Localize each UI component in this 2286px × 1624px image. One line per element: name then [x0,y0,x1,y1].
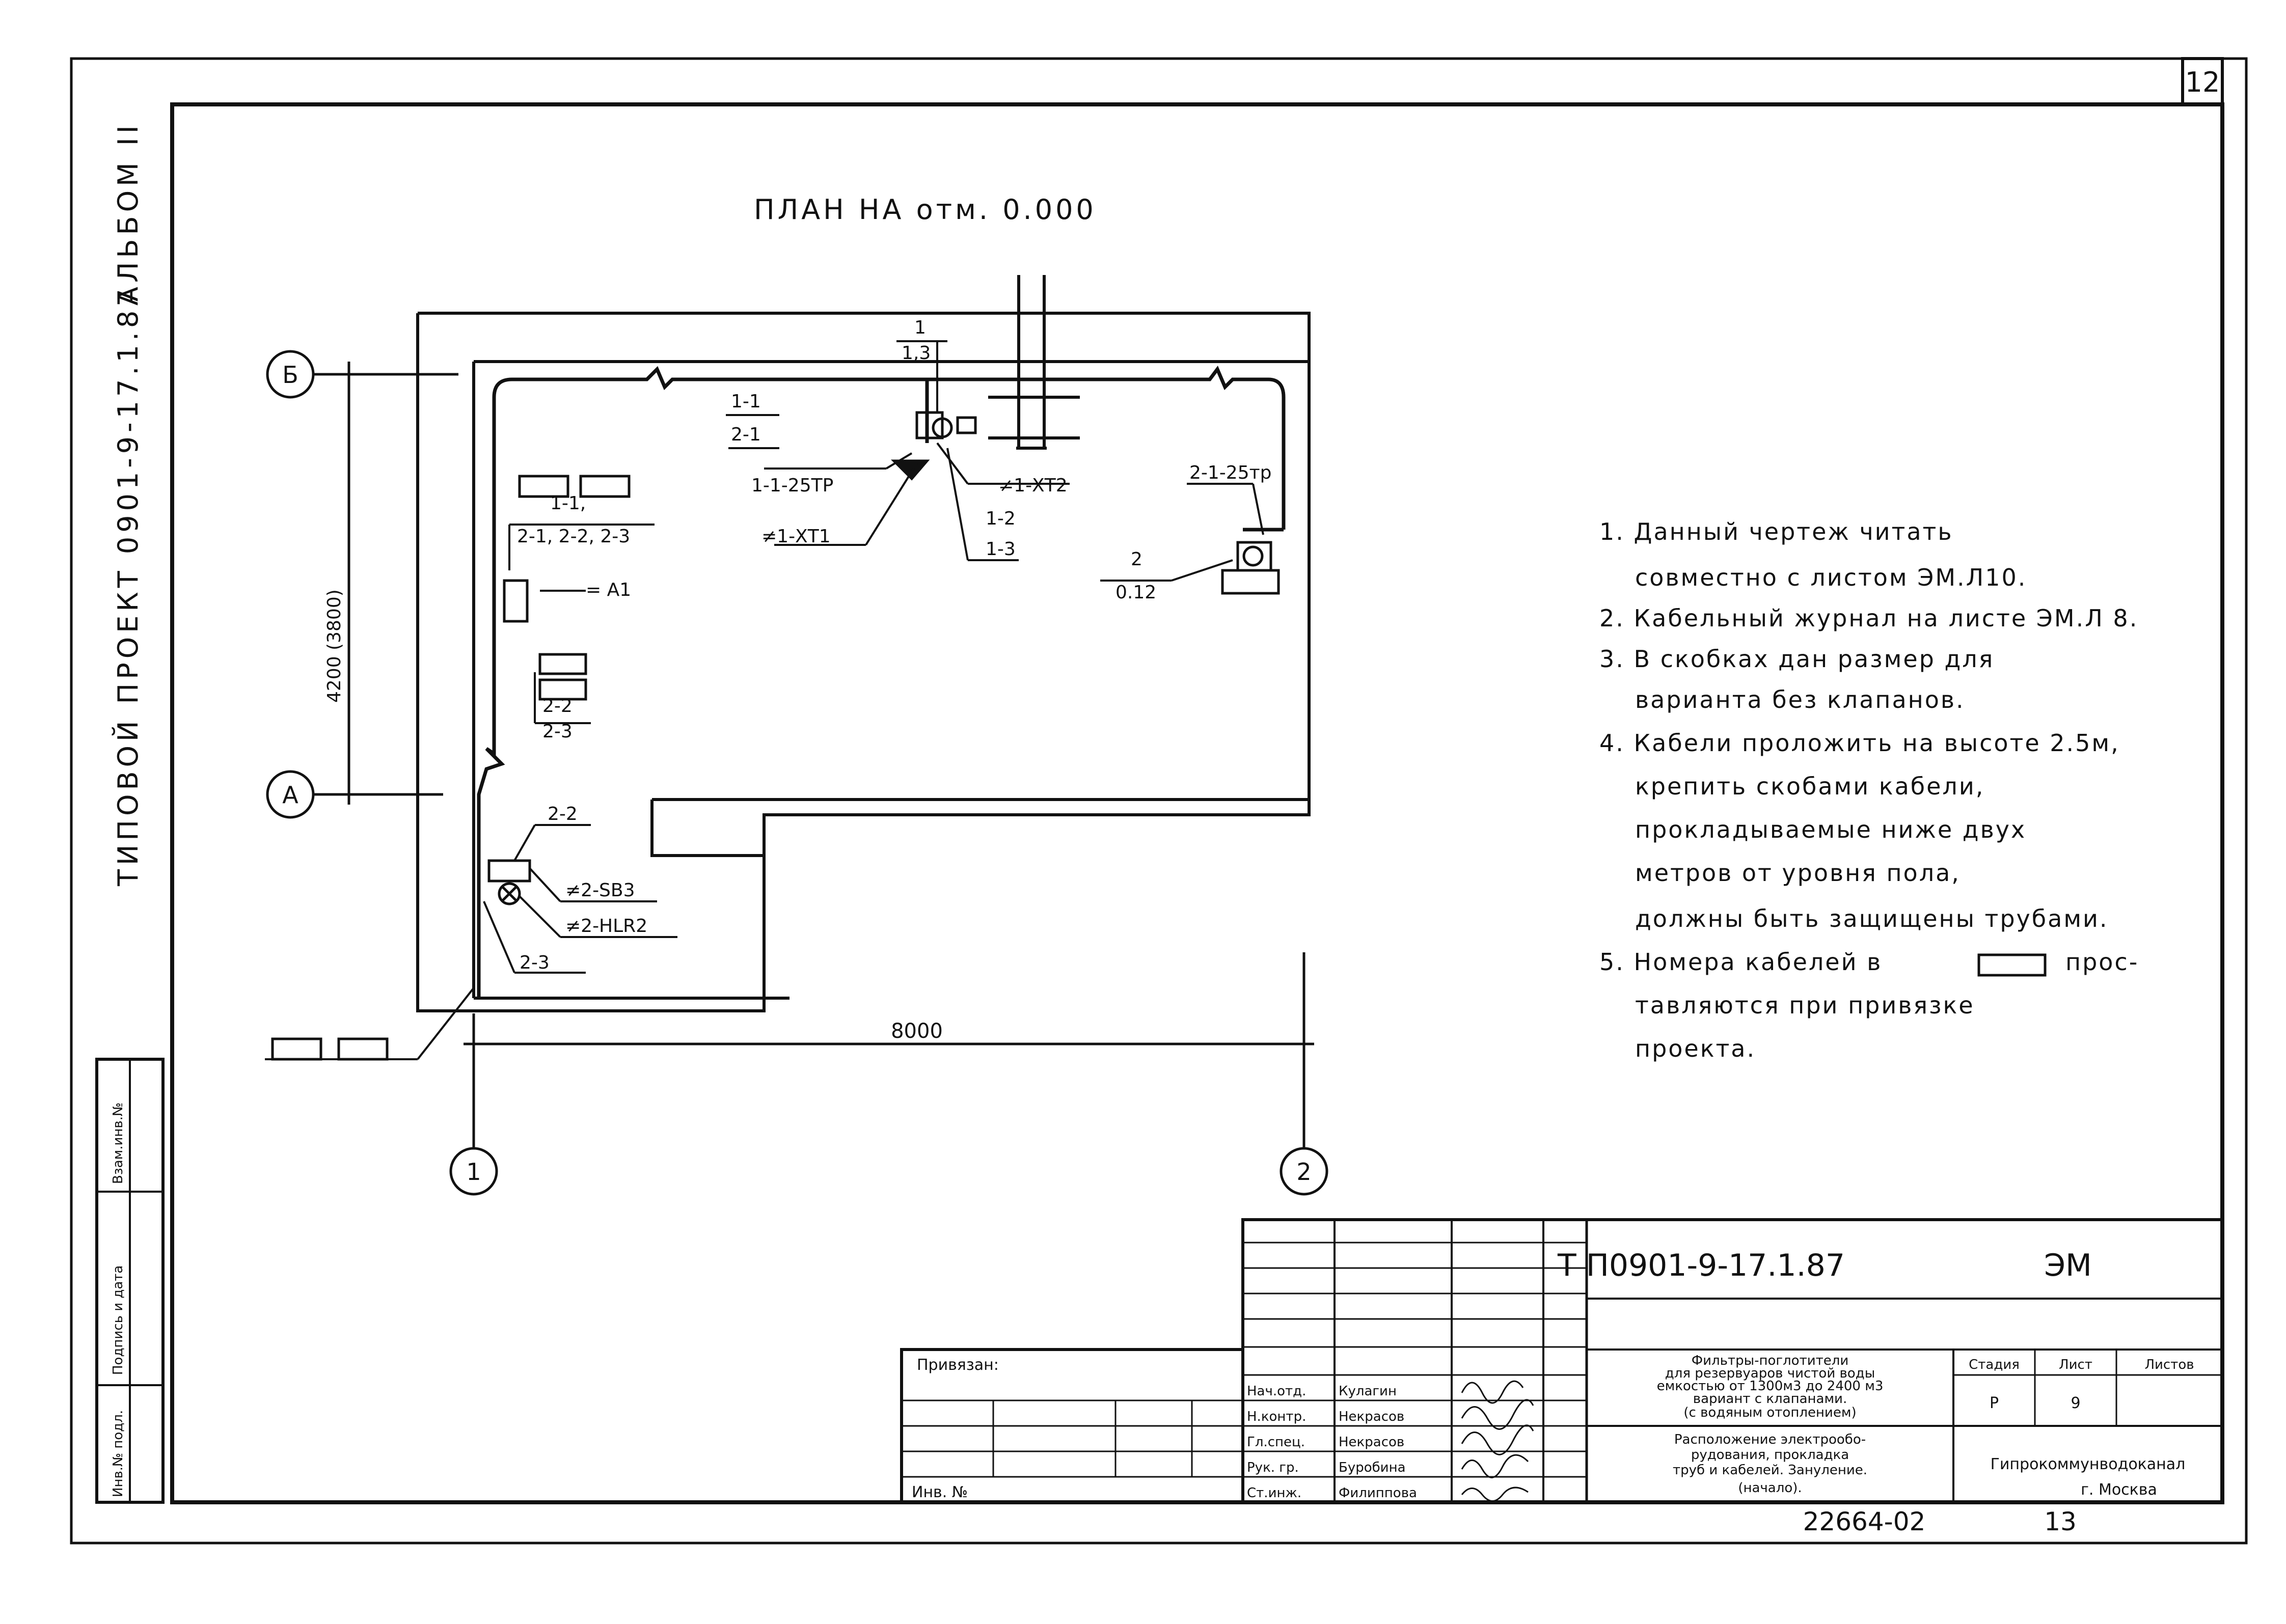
desc-line: труб и кабелей. Зануление. [1673,1463,1867,1478]
label-1-2: 1-2 [986,508,1016,529]
label-2-3b: 2-3 [520,952,550,973]
label-hlr2: ≠2-HLR2 [565,916,647,937]
notes: 1. Данный чертеж читать совместно с лист… [1599,518,2139,1062]
leader-lines [265,340,1264,1060]
label-2-1-2-2-2-3: 2-1, 2-2, 2-3 [517,526,630,547]
roles: Нач.отд. Н.контр. Гл.спец. Рук. гр. Ст.и… [1247,1384,1417,1501]
name-label: Буробина [1339,1460,1406,1475]
cable-number-box-icon [1977,953,2047,977]
label-2: 2 [1131,549,1142,570]
note-line: прос- [2065,948,2139,976]
label-2-1: 2-1 [731,424,761,445]
label-sb3: ≠2-SB3 [565,880,635,901]
org-name: Гипрокоммунводоканал [1991,1455,2186,1473]
label-1: 1 [914,317,926,338]
note-line: совместно с листом ЭМ.Л10. [1635,564,2027,591]
axis-1-label: 1 [466,1158,481,1186]
note-line: тавляются при привязке [1635,992,1975,1019]
list-value: 9 [2071,1394,2080,1412]
name-label: Филиппова [1339,1485,1417,1501]
note-line: метров от уровня пола, [1635,859,1961,887]
note-line: 4. Кабели проложить на высоте 2.5м, [1599,729,2120,757]
plan-labels: 1 1,3 1-1 2-1 1-1-25ТР ≠1-ХТ2 ≠1-ХТ1 1-2… [517,317,1271,973]
note-line: крепить скобами кабели, [1635,773,1984,800]
label-1-1c: 1-1, [550,493,586,514]
note-line: должны быть защищены трубами. [1635,905,2109,932]
stadiya-value: Р [1990,1394,1999,1412]
desc-line: (начало). [1738,1480,1802,1496]
name-label: Некрасов [1339,1409,1404,1424]
cable-routes [477,366,1286,998]
label-2-1-25tr: 2-1-25тр [1189,462,1271,483]
stadiya-header: Стадия [1969,1357,2020,1372]
role-label: Нач.отд. [1247,1384,1306,1399]
desc-line: (с водяным отоплением) [1683,1405,1856,1420]
org-city: г. Москва [2081,1481,2157,1499]
desc-line: Расположение электрообо- [1674,1432,1866,1447]
title-block [900,1218,2224,1504]
axis-markers [266,350,1328,1196]
label-2-3: 2-3 [542,721,573,742]
note-line: прокладываемые ниже двух [1635,816,2026,843]
archive-number: 22664-02 [1803,1507,1926,1536]
doc-code: Т П0901-9-17.1.87 [1557,1248,1845,1283]
desc-line: емкостью от 1300м3 до 2400 м3 [1657,1379,1884,1394]
desc-line: для резервуаров чистой воды [1665,1366,1875,1381]
desc-line: Фильтры-поглотители [1692,1353,1849,1368]
label-1-3: 1,3 [902,343,931,364]
project-label: ТИПОВОЙ ПРОЕКТ 0901-9-17.1.87 [112,285,144,887]
note-line: 3. В скобках дан размер для [1599,645,1994,673]
role-label: Ст.инж. [1247,1485,1301,1501]
side-stamp: Инв.№ подл. Подпись и дата Взам.инв.№ [95,1058,165,1504]
label-1-1: 1-1 [731,391,761,412]
role-label: Рук. гр. [1247,1460,1299,1475]
desc-line: рудования, прокладка [1691,1447,1849,1463]
axis-2-label: 2 [1296,1158,1311,1186]
label-2-2b: 2-2 [548,804,578,824]
privyazan-label: Привязан: [917,1356,999,1374]
label-1-3b: 1-3 [986,539,1016,560]
role-label: Гл.спец. [1247,1435,1305,1450]
note-line: варианта без клапанов. [1635,686,1965,713]
stamp-podpis: Подпись и дата [111,1265,126,1375]
dimension-vertical: 4200 (3800) [324,589,345,703]
page-number: 12 [2185,66,2220,98]
building-outline [416,275,1311,1012]
note-line: 2. Кабельный журнал на листе ЭМ.Л 8. [1599,604,2138,632]
dimension-horizontal: 8000 [891,1020,943,1043]
stamp-inv-podl: Инв.№ подл. [111,1410,126,1497]
label-xt1: ≠1-ХТ1 [761,526,831,547]
label-1-1-25tr: 1-1-25ТР [751,475,833,496]
note-line: 1. Данный чертеж читать [1599,518,1953,545]
label-xt2: ≠1-ХТ2 [998,475,1068,496]
archive-page: 13 [2044,1507,2077,1536]
name-label: Кулагин [1339,1384,1397,1399]
role-label: Н.контр. [1247,1409,1306,1424]
plan-title: ПЛАН НА отм. 0.000 [754,194,1097,226]
album-label: АЛЬБОМ II [112,121,144,306]
name-label: Некрасов [1339,1435,1404,1450]
note-line: проекта. [1635,1035,1756,1062]
doc-mark: ЭМ [2044,1248,2092,1283]
signature-scribbles [1461,1380,1534,1502]
list-header: Лист [2059,1357,2092,1372]
equipment [271,411,1280,1061]
label-a1: = А1 [586,580,631,600]
sheet-description: Фильтры-поглотители для резервуаров чист… [1657,1353,1884,1496]
label-2-2: 2-2 [542,696,573,717]
axis-a-label: А [282,781,298,809]
axis-b-label: Б [282,361,298,389]
note-line: 5. Номера кабелей в [1599,948,1882,976]
inv-no-label: Инв. № [912,1483,968,1501]
listov-header: Листов [2144,1357,2194,1372]
desc-line: вариант с клапанами. [1693,1391,1847,1407]
stamp-vzam: Взам.инв.№ [111,1103,126,1184]
label-0-12: 0.12 [1115,582,1156,603]
